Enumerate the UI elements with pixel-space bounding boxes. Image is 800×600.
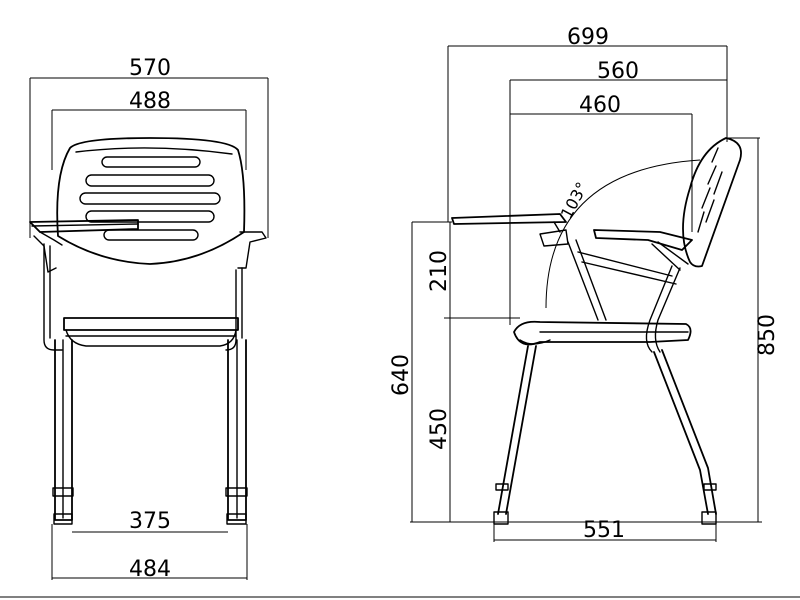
side-view: 699 560 460 103° — [389, 25, 780, 543]
dimension-484: 484 — [51, 524, 248, 582]
dimension-551-label: 551 — [583, 518, 625, 543]
side-armrest — [593, 229, 693, 271]
side-legs — [493, 345, 717, 525]
dimension-640-label: 640 — [389, 354, 414, 396]
front-frame — [43, 243, 243, 351]
dimension-375: 375 — [72, 509, 228, 534]
dimension-450: 450 — [427, 318, 452, 522]
dimension-460-label: 460 — [579, 93, 621, 118]
front-legs — [52, 339, 248, 525]
dimension-375-label: 375 — [129, 509, 171, 534]
dimension-570: 570 — [29, 56, 269, 238]
dimension-850-label: 850 — [755, 314, 780, 356]
side-seat — [513, 320, 692, 346]
dimension-488: 488 — [51, 89, 247, 170]
dimension-484-label: 484 — [129, 557, 171, 582]
dimension-699-label: 699 — [567, 25, 609, 50]
side-frame — [567, 239, 681, 353]
dimension-210-label: 210 — [427, 250, 452, 292]
back-angle-arc: 103° — [545, 159, 701, 309]
dimension-640: 640 — [389, 221, 452, 522]
front-tablet — [29, 219, 139, 246]
dimension-560-label: 560 — [597, 59, 639, 84]
side-backrest — [682, 137, 742, 268]
dimension-450-label: 450 — [427, 408, 452, 450]
front-view: 570 488 — [29, 56, 269, 582]
dimension-850: 850 — [726, 137, 780, 522]
dimension-460: 460 — [510, 93, 693, 232]
dimension-551: 551 — [493, 518, 717, 543]
front-seat — [63, 317, 239, 347]
front-backrest — [56, 137, 246, 265]
front-armrest-left — [33, 235, 57, 273]
dimension-570-label: 570 — [129, 56, 171, 81]
dimension-488-label: 488 — [129, 89, 171, 114]
dimension-560: 560 — [509, 59, 727, 325]
front-armrest-right — [237, 231, 267, 269]
dimension-699: 699 — [447, 25, 728, 222]
side-tablet — [451, 213, 569, 247]
dimension-210: 210 — [427, 222, 520, 319]
